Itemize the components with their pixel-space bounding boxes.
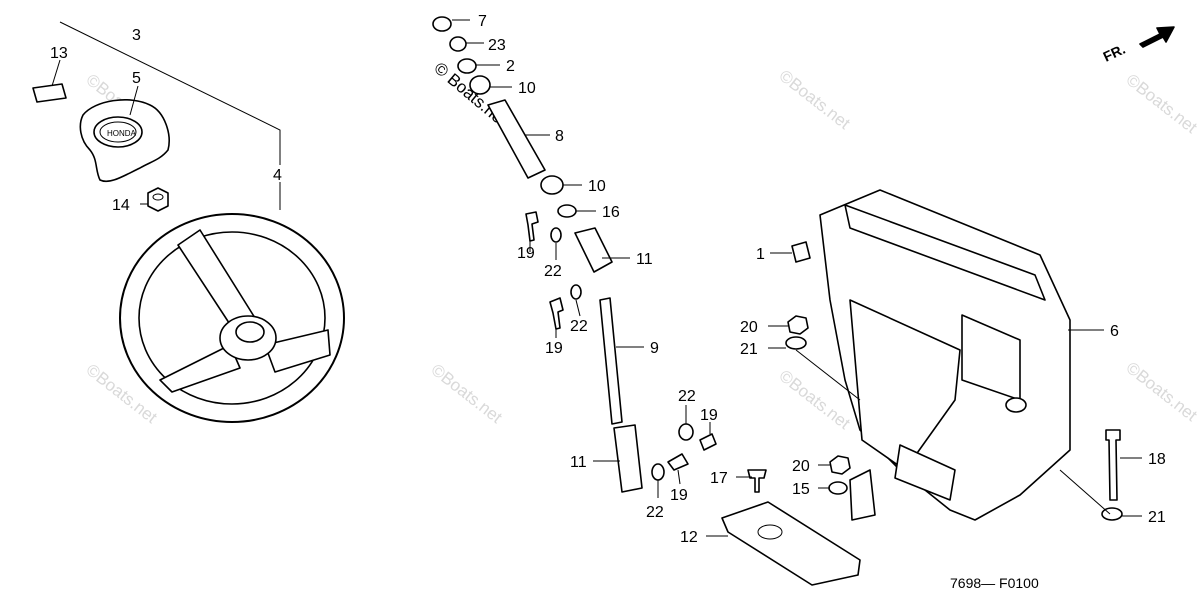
steering-wheel-assembly: HONDA <box>32 21 345 423</box>
washer-22 <box>570 284 582 300</box>
collar-7 <box>432 16 452 32</box>
callout-1: 1 <box>756 246 765 263</box>
nut-20 <box>829 455 851 475</box>
bolt-18 <box>1105 429 1121 501</box>
nut-20 <box>787 315 809 335</box>
callout-16: 16 <box>602 204 620 221</box>
front-arrow-icon <box>1139 26 1175 48</box>
bolt-19 <box>549 297 564 330</box>
washer-22 <box>550 227 562 243</box>
front-label: FR. <box>1101 41 1128 65</box>
callout-12: 12 <box>680 529 698 546</box>
callout-19: 19 <box>670 487 688 504</box>
bolt-19 <box>699 433 717 451</box>
washer-21 <box>785 336 807 350</box>
leader-lines <box>51 19 1142 537</box>
callout-19: 19 <box>700 407 718 424</box>
callout-5: 5 <box>132 70 141 87</box>
callout-13: 13 <box>50 45 68 62</box>
leader-line <box>59 21 281 165</box>
washer-15 <box>828 481 848 495</box>
screw-17 <box>747 469 767 493</box>
callout-20: 20 <box>740 319 758 336</box>
washer-22 <box>651 463 665 481</box>
front-direction-indicator: FR. <box>1101 26 1175 65</box>
callout-10: 10 <box>518 80 536 97</box>
washer-22 <box>678 423 694 441</box>
callout-11: 11 <box>636 251 653 268</box>
callout-10: 10 <box>588 178 606 195</box>
wheel-spoke <box>264 329 331 373</box>
intermediate-shaft-9 <box>599 297 623 425</box>
callout-labels: 13 3 5 4 14 7 23 2 10 8 10 16 19 22 11 2… <box>50 13 1166 546</box>
callout-22: 22 <box>678 388 696 405</box>
nut-23 <box>449 36 467 52</box>
watermark: ©Boats.net <box>776 366 854 433</box>
callout-18: 18 <box>1148 451 1166 468</box>
callout-23: 23 <box>488 37 506 54</box>
watermark: ©Boats.net <box>776 66 854 133</box>
callout-9: 9 <box>650 340 659 357</box>
callout-22: 22 <box>544 263 562 280</box>
bushing-10-lower <box>540 175 564 195</box>
collar-1 <box>791 241 811 263</box>
universal-joint-11-upper <box>574 227 613 273</box>
callout-21: 21 <box>1148 509 1166 526</box>
steering-column-parts <box>432 16 861 586</box>
watermark: ©Boats.net <box>1123 358 1200 425</box>
universal-joint-11-lower <box>613 424 643 493</box>
callout-20: 20 <box>792 458 810 475</box>
callout-8: 8 <box>555 128 564 145</box>
emblem-label-13 <box>32 83 67 103</box>
callout-17: 17 <box>710 470 728 487</box>
bolt-19 <box>667 453 689 471</box>
bolt-19 <box>525 211 539 242</box>
callout-19: 19 <box>545 340 563 357</box>
callout-7: 7 <box>478 13 487 30</box>
callout-21: 21 <box>740 341 758 358</box>
diagram-reference-code: 7698— F0100 <box>950 575 1039 591</box>
bushing-10 <box>469 75 491 95</box>
emblem-text: HONDA <box>107 129 137 138</box>
watermark: ©Boats.net <box>1123 70 1200 137</box>
column-shaft-8 <box>487 99 546 179</box>
callout-19: 19 <box>517 245 535 262</box>
callout-22: 22 <box>570 318 588 335</box>
callout-14: 14 <box>112 197 130 214</box>
callout-6: 6 <box>1110 323 1119 340</box>
callout-15: 15 <box>792 481 810 498</box>
washer-2 <box>457 58 477 74</box>
callout-22: 22 <box>646 504 664 521</box>
watermark: ©Boats.net <box>428 360 506 427</box>
callout-11: 11 <box>570 454 587 471</box>
callout-3: 3 <box>132 27 141 44</box>
plate-12 <box>721 501 861 586</box>
callout-4: 4 <box>273 167 282 184</box>
steering-frame-assembly <box>785 189 1123 521</box>
washer-16 <box>557 204 577 218</box>
wheel-spoke <box>159 344 241 393</box>
callout-2: 2 <box>506 58 515 75</box>
